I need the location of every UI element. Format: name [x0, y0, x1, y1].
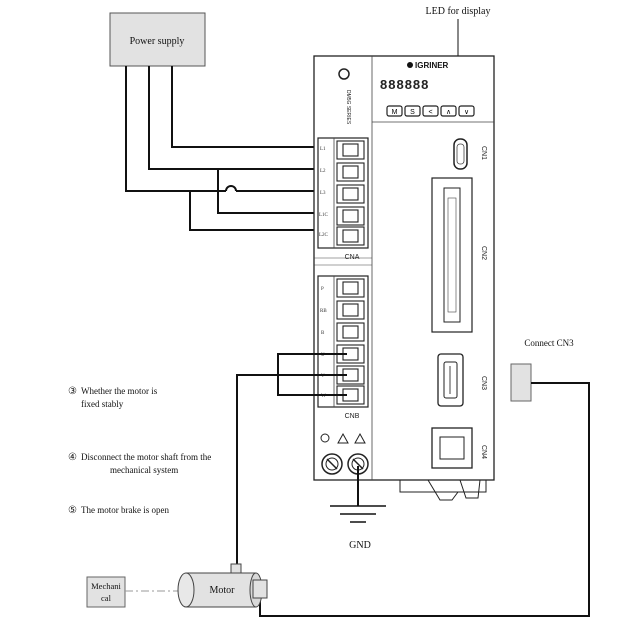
gnd-symbol-icon — [330, 505, 386, 523]
brand-mark-icon — [407, 62, 413, 68]
cn2-label: CN2 — [480, 246, 487, 260]
connect-cn3-label: Connect CN3 — [524, 338, 574, 348]
series-label: DM5G SERIES — [345, 90, 351, 125]
checklist-item-3-line1: Whether the motor is — [81, 386, 158, 396]
cna-terminal-l1c: L1C — [319, 213, 329, 218]
checklist-item-4-line2: mechanical system — [110, 465, 178, 475]
cnb-terminal-p: P — [321, 287, 324, 292]
checklist-item-4-line1: Disconnect the motor shaft from the — [81, 452, 211, 462]
motor-label: Motor — [210, 585, 236, 596]
checklist-item-3-marker: ③ — [68, 386, 77, 397]
led-display-label: LED for display — [426, 6, 491, 17]
keypad: M S < ∧ ∨ — [386, 105, 475, 117]
keypad-button-s[interactable] — [404, 105, 421, 117]
keypad-label-m: M — [392, 109, 398, 116]
keypad-button-left[interactable] — [422, 105, 439, 117]
cn3-label: CN3 — [480, 376, 487, 390]
keypad-label-up: ∧ — [446, 109, 451, 116]
cnb-terminal-v: V — [321, 374, 325, 379]
cnb-terminal-w: W — [321, 394, 326, 399]
motor — [177, 563, 268, 608]
cn1-port[interactable] — [453, 138, 468, 170]
cna-terminal-l3: L3 — [320, 191, 326, 196]
gnd-label: GND — [349, 540, 371, 551]
checklist-item-4-marker: ④ — [68, 452, 77, 463]
cnb-terminal-rb: RB — [320, 309, 327, 314]
cnb-terminal-u: U — [321, 353, 325, 358]
keypad-label-s: S — [410, 109, 415, 116]
cn3-connector-box — [510, 363, 532, 402]
cn4-port[interactable] — [431, 427, 473, 469]
cna-terminal-l2: L2 — [320, 169, 326, 174]
keypad-button-down[interactable] — [458, 105, 475, 117]
cn1-label: CN1 — [480, 146, 487, 160]
checklist-item-3-line2: fixed stably — [81, 399, 124, 409]
cnb-slots — [336, 278, 365, 405]
keypad-button-m[interactable] — [386, 105, 403, 117]
brand-logo: IGRINER — [415, 61, 449, 70]
high-voltage-warning-icon — [354, 432, 366, 444]
keypad-label-down: ∨ — [464, 109, 469, 116]
led-digits: 888888 — [380, 77, 429, 92]
keypad-label-left: < — [428, 109, 432, 116]
cn4-label: CN4 — [480, 445, 487, 459]
drive-foot — [399, 480, 487, 493]
mechanical-box — [86, 576, 126, 608]
ground-symbol-icon — [320, 433, 330, 443]
mechanical-label-line2: cal — [101, 593, 112, 603]
cna-slots — [336, 140, 365, 246]
power-supply-label: Power supply — [130, 36, 185, 47]
checklist: ③ Whether the motor is fixed stably ④ Di… — [68, 386, 211, 516]
power-wires — [125, 66, 336, 231]
power-supply-box — [109, 12, 206, 67]
cn3-encoder-cable — [259, 382, 590, 617]
cnb-terminal-b: B — [321, 331, 325, 336]
cna-terminal-l1: L1 — [320, 147, 326, 152]
mechanical-label-line1: Mechani — [91, 581, 121, 591]
keypad-button-up[interactable] — [440, 105, 457, 117]
warning-icon — [337, 432, 349, 444]
checklist-item-5-marker: ⑤ — [68, 505, 77, 516]
cnb-label: CNB — [345, 413, 360, 420]
omega-logo-icon — [338, 68, 350, 80]
cna-label: CNA — [345, 254, 360, 261]
checklist-item-5-line1: The motor brake is open — [81, 505, 169, 515]
cna-terminal-l2c: L2C — [319, 233, 329, 238]
motor-wires — [236, 353, 359, 568]
